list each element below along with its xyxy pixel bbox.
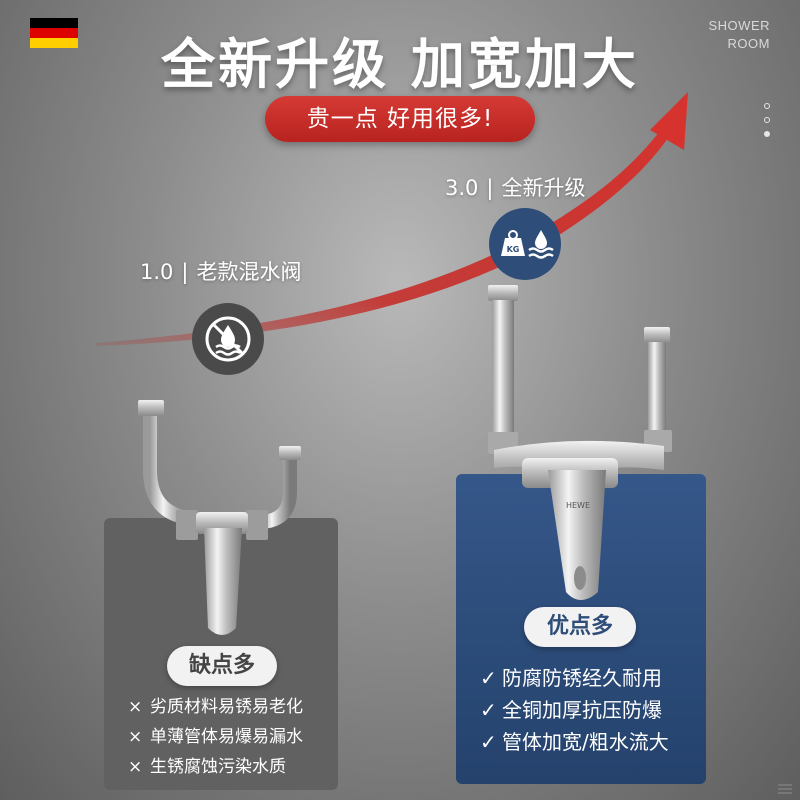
promo-pill: 贵一点 好用很多!	[265, 96, 535, 142]
brand-line-2: ROOM	[727, 36, 770, 51]
list-item: ✓管体加宽/粗水流大	[480, 726, 669, 758]
flag-stripe-red	[30, 28, 78, 38]
pager-dot	[764, 103, 770, 109]
version-separator: |	[181, 260, 189, 284]
brand-line-1: SHOWER	[708, 18, 770, 33]
flag-stripe-black	[30, 18, 78, 28]
pros-item-text: 管体加宽/粗水流大	[502, 730, 669, 754]
pager-dots	[764, 103, 770, 145]
version-separator: |	[486, 176, 494, 200]
cons-item-text: 劣质材料易锈易老化	[150, 697, 303, 717]
page-title: 全新升级 加宽加大	[161, 33, 639, 96]
cons-item-text: 单薄管体易爆易漏水	[150, 727, 303, 747]
check-icon: ✓	[480, 698, 497, 722]
kg-label: KG	[507, 245, 520, 254]
version-old-text: 老款混水阀	[196, 260, 302, 284]
pros-list: ✓防腐防锈经久耐用 ✓全铜加厚抗压防爆 ✓管体加宽/粗水流大	[480, 662, 669, 758]
version-new-label: 3.0 | 全新升级	[445, 172, 585, 202]
check-icon: ✓	[480, 666, 497, 690]
faucet-brand-text: HEWE	[566, 501, 590, 510]
cross-icon: ×	[128, 757, 143, 777]
version-old-label: 1.0 | 老款混水阀	[140, 256, 301, 286]
list-item: × 单薄管体易爆易漏水	[128, 722, 303, 752]
germany-flag-icon	[30, 18, 78, 48]
cross-icon: ×	[128, 697, 143, 717]
weight-water-icon: KG	[489, 208, 561, 280]
version-new-number: 3.0	[445, 176, 479, 200]
brand-label: SHOWER ROOM	[700, 17, 770, 53]
version-new-text: 全新升级	[501, 176, 586, 200]
pros-item-text: 防腐防锈经久耐用	[502, 666, 662, 690]
pros-title-tag: 优点多	[524, 607, 636, 647]
cons-list: × 劣质材料易锈易老化 × 单薄管体易爆易漏水 × 生锈腐蚀污染水质	[128, 692, 303, 782]
no-water-icon	[192, 303, 264, 375]
cross-icon: ×	[128, 727, 143, 747]
list-item: ✓全铜加厚抗压防爆	[480, 694, 669, 726]
list-item: × 生锈腐蚀污染水质	[128, 752, 303, 782]
pros-item-text: 全铜加厚抗压防爆	[502, 698, 662, 722]
cons-item-text: 生锈腐蚀污染水质	[150, 757, 286, 777]
flag-stripe-gold	[30, 38, 78, 48]
check-icon: ✓	[480, 730, 497, 754]
menu-lines-icon	[778, 784, 792, 796]
version-old-number: 1.0	[140, 260, 174, 284]
cons-title-tag: 缺点多	[167, 646, 277, 686]
pager-dot	[764, 117, 770, 123]
list-item: × 劣质材料易锈易老化	[128, 692, 303, 722]
pager-dot-active	[764, 131, 770, 137]
list-item: ✓防腐防锈经久耐用	[480, 662, 669, 694]
